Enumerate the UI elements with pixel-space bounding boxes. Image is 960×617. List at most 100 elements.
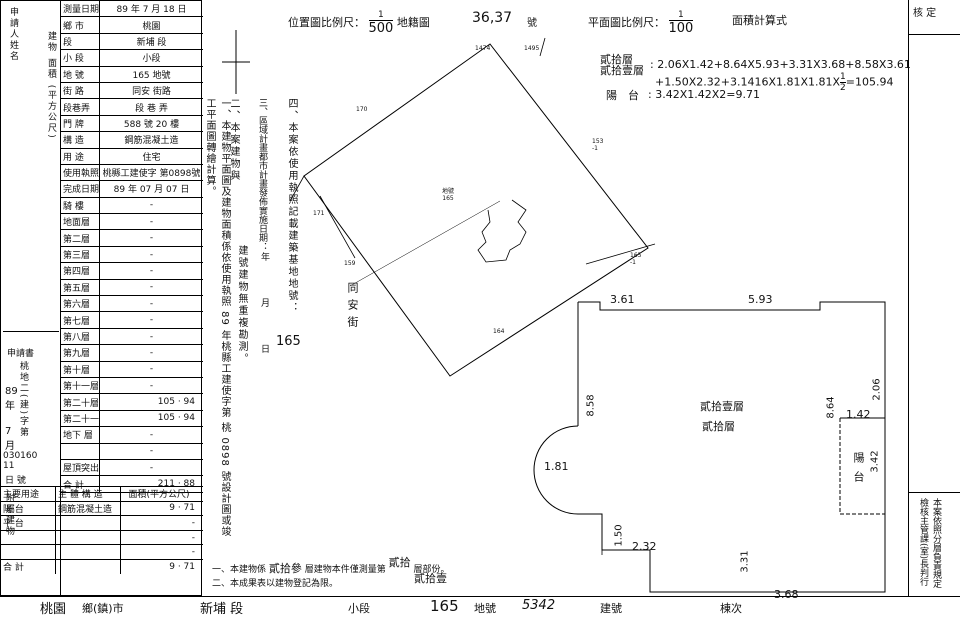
formula-line2-text: +1.50X2.32+3.1416X1.81X1.81X	[655, 75, 841, 89]
form-row-value: 105 · 94	[99, 410, 203, 428]
form-row: 第十一層-	[61, 377, 203, 395]
footer-lot: 165	[430, 597, 459, 615]
semicircle-bay	[533, 425, 579, 515]
form-row: -	[61, 443, 203, 460]
form-row-value: 89 年 7 月 18 日	[99, 1, 203, 18]
form-row-key: 第四層	[61, 262, 100, 280]
plan-scale: 平面圖比例尺： 1 100	[588, 10, 694, 36]
bottom-note-1-e: 貳拾壹	[414, 572, 447, 585]
permit-county-label: 桃地二(建)字第	[18, 361, 28, 439]
form-row: 小 段小段	[61, 49, 203, 67]
site-edge-1495: 1495	[524, 45, 540, 52]
form-row-key: 第十一層	[61, 377, 100, 395]
form-row-value: -	[99, 311, 203, 329]
form-row: 第九層-	[61, 344, 203, 362]
attached-structure	[55, 515, 121, 531]
attached-row: 平 台-	[1, 515, 203, 531]
form-row: 段巷弄段 巷 弄	[61, 98, 203, 116]
plan-balcony-label: 陽台	[852, 452, 865, 490]
bottom-note-1-a: 一、本建物係	[212, 565, 267, 575]
form-row: 屋頂突出物-	[61, 459, 203, 477]
bottom-note-1: 一、本建物係 貳拾參 層建物本件僅測量第 貳拾 層部份。	[212, 556, 450, 576]
dim-bottom-right-height: 3.31	[739, 550, 751, 573]
dim-left-height: 8.58	[585, 394, 597, 417]
building-footprint	[477, 199, 527, 263]
form-row-key: 騎 樓	[61, 197, 100, 215]
form-row-key: 第六層	[61, 295, 100, 313]
form-row-key: 街 路	[61, 82, 100, 100]
form-row: 第二十一層105 · 94	[61, 410, 203, 428]
plan-scale-num: 1	[668, 10, 694, 21]
form-row-key: 小 段	[61, 49, 100, 67]
dim-radius: 1.81	[544, 460, 569, 473]
site-edge-159: 159	[344, 260, 356, 267]
attached-use: 平 台	[1, 515, 56, 531]
attached-area: 9 · 71	[120, 558, 203, 574]
note-2: 二、本案建物與	[228, 98, 239, 182]
form-row-key: 第二十一層	[61, 410, 100, 428]
form-row-value: -	[99, 229, 203, 247]
form-row: 使用執照桃縣工建使字 第0898號	[61, 164, 203, 182]
form-row-key: 第十層	[61, 361, 100, 378]
footer-county: 桃園	[40, 602, 67, 617]
attached-side-label: 附屬建物	[4, 493, 14, 537]
applicant-box-divider	[3, 331, 59, 332]
attached-use: 陽 台	[1, 500, 56, 516]
form-row-value: -	[99, 246, 203, 264]
form-row-key: 段	[61, 33, 100, 51]
note-3: 三、區域計畫都市計畫發佈實施日期：	[257, 98, 267, 251]
footer-build-no: 建號	[600, 602, 622, 615]
form-row-key: 使用執照	[61, 164, 100, 182]
attached-header-area: 面積(平方公尺)	[120, 486, 203, 502]
lot-boundary	[303, 43, 649, 377]
attached-area: 9 · 71	[120, 500, 203, 516]
form-row-value: 住宅	[99, 148, 203, 165]
attached-area: -	[120, 544, 203, 560]
form-row-value: -	[99, 328, 203, 346]
formula-balcony: : 3.42X1.42X2=9.71	[648, 88, 760, 101]
form-row-value: -	[99, 197, 203, 215]
dim-balcony-height: 3.42	[869, 450, 881, 473]
area-calc-label: 面積計算式	[732, 14, 787, 27]
form-row: 騎 樓-	[61, 197, 203, 215]
attached-row: -	[1, 544, 203, 560]
note-1: 一、本建物平面圖及建物面積係依使用執照 89 年桃縣工建使字第 桃 0898 號…	[204, 98, 230, 538]
form-row-key: 用 途	[61, 148, 100, 165]
form-row-key: 完成日期	[61, 180, 100, 198]
footer-county-suffix: 鄉(鎮)市	[82, 602, 124, 615]
site-edge-171: 171	[313, 210, 325, 217]
dim-right-height: 8.64	[825, 396, 837, 419]
form-row: 街 路同安 街路	[61, 82, 203, 100]
form-row-key: 第三層	[61, 246, 100, 264]
footer-lot-suffix: 地號	[474, 602, 496, 615]
balcony-outline	[839, 418, 885, 515]
form-row-value: 89 年 07 月 07 日	[99, 180, 203, 198]
form-row: 第二層-	[61, 229, 203, 247]
form-row: 地下 層-	[61, 426, 203, 444]
form-row-key	[61, 443, 100, 460]
form-row-key: 第七層	[61, 311, 100, 329]
dim-step-width: 2.32	[632, 540, 657, 553]
form-row-key: 屋頂突出物	[61, 459, 100, 477]
dim-balcony-top: 1.42	[846, 408, 871, 421]
survey-form-panel: 申請人姓名 建物 面積 (平方公尺) 申請書 桃地二(建)字第 89 年 7 月…	[0, 0, 203, 597]
form-row-key: 構 造	[61, 131, 100, 149]
permit-year: 89 年	[5, 386, 18, 412]
form-row-value: -	[99, 262, 203, 280]
form-left-strip	[1, 1, 61, 597]
form-row: 第六層-	[61, 295, 203, 313]
attached-structure	[55, 558, 121, 574]
footer-handwritten: 5342	[522, 598, 556, 613]
check-label: 核 定	[909, 0, 960, 35]
bottom-note-1-floors: 貳拾參	[268, 562, 302, 575]
form-row-value: -	[99, 213, 203, 231]
form-row-value: -	[99, 443, 203, 460]
form-row-value: 588 號 20 樓	[99, 115, 203, 133]
footer-subsection: 小段	[348, 602, 370, 615]
